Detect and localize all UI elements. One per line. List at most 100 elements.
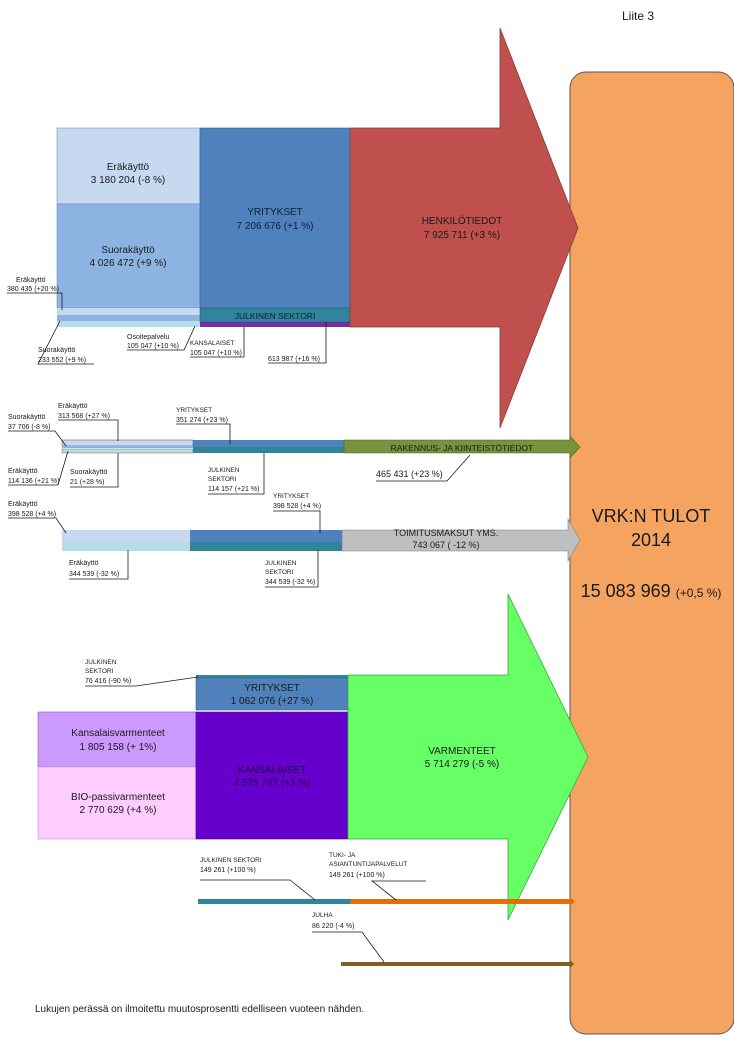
toimitus-arrow-value: 743 067 ( -12 %): [412, 540, 479, 550]
henkilo-julkinen-value: 613 987 (+16 %): [268, 356, 320, 363]
toimitus-yritykset-value: 398 528 (+4 %): [273, 503, 321, 510]
footnote: Lukujen perässä on ilmoitettu muutospros…: [35, 1004, 364, 1015]
tuki-label-2: ASIANTUNTIJAPALVELUT: [329, 861, 408, 868]
henkilo-small-erakaytto-label: Eräkäyttö: [16, 277, 46, 284]
henkilo-suorakaytto-value: 4 026 472 (+9 %): [90, 258, 167, 269]
henkilo-erakaytto-value: 3 180 204 (-8 %): [91, 175, 166, 186]
tuki-value: 149 261 (+100 %): [329, 872, 385, 879]
rakennus-arrow: [343, 435, 581, 459]
varm-yritykset-label: YRITYKSET: [244, 683, 300, 694]
rakennus-yritykset-label: YRITYKSET: [176, 407, 212, 414]
henkilo-erakaytto-label: Eräkäyttö: [107, 162, 150, 173]
varm-kansalaiset-label: KANSALAISET: [238, 765, 306, 776]
tuki-arrow-head: [570, 897, 575, 906]
varm-julkinen-value: 76 416 (-90 %): [85, 678, 131, 685]
rakennus-suorakaytto-strip: [62, 446, 193, 448]
rakennus-julkinen-strip: [61, 448, 194, 454]
varm-kansalaiset-block: [195, 711, 349, 840]
rakennus-julkinen-value: 114 157 (+21 %): [208, 486, 259, 493]
total-title-line1: VRK:N TULOT: [592, 506, 711, 526]
henkilotiedot-arrow-value: 7 925 711 (+3 %): [424, 230, 500, 241]
varm-julkinen-block: [196, 675, 348, 678]
page-label: Liite 3: [622, 9, 654, 23]
toimitus-erakaytto-value: 398 528 (+4 %): [8, 511, 56, 518]
henkilo-small-suorakaytto-value: 233 552 (+9 %): [38, 357, 86, 364]
rakennus-suorakaytto-label: Suorakäyttö: [8, 414, 45, 421]
henkilo-yritykset-block: [199, 127, 351, 309]
julha-line: [341, 962, 570, 966]
toimitus-yritykset-bar: [190, 530, 342, 542]
henkilo-small-strip-3: [57, 321, 200, 327]
henkilo-kansalaiset-label: KANSALAISET: [190, 340, 234, 347]
rakennus-erakaytto-value: 313 568 (+27 %): [58, 413, 110, 420]
toimitus-julkinen-label-2: SEKTORI: [265, 569, 294, 576]
toimitus-julkinen-bar: [190, 542, 342, 551]
varm-julkinen-label-1: JULKINEN: [85, 659, 117, 666]
henkilotiedot-arrow: [349, 27, 579, 429]
henkilo-kansalaiset-bar: [200, 322, 350, 327]
henkilo-small-erakaytto-value: 380 435 (+20 %): [7, 286, 59, 293]
rakennus-suorakaytto2-value: 21 (+28 %): [70, 479, 104, 486]
varm-kansalaiset-value: 4 575 787 (+3 %): [234, 778, 311, 789]
tuki-julkinen-value: 149 261 (+100 %): [200, 867, 256, 874]
rakennus-erakaytto2-label: Eräkäyttö: [8, 468, 38, 475]
tuki-julkinen-label: JULKINEN SEKTORI: [200, 857, 262, 864]
julha-value: 86 220 (-4 %): [312, 923, 354, 930]
tuki-line: [350, 899, 570, 904]
varm-bio-label: BIO-passivarmenteet: [71, 792, 165, 803]
rakennus-arrow-value: 465 431 (+23 %): [376, 469, 443, 479]
varm-kansalaisvarmenteet-value: 1 805 158 (+ 1%): [80, 742, 157, 753]
varm-yritykset-block: [195, 677, 349, 711]
henkilo-osoitepalvelu-label: Osoitepalvelu: [127, 334, 170, 341]
toimitus-erakaytto2-strip: [62, 542, 190, 551]
toimitus-erakaytto-strip: [62, 530, 190, 542]
henkilo-small-strip-1: [57, 308, 200, 315]
total-value: 15 083 969(+0,5 %): [581, 581, 722, 601]
henkilo-small-strip-2: [57, 315, 200, 321]
varmenteet-arrow: [347, 593, 589, 921]
rakennus-erakaytto-label: Eräkäyttö: [58, 403, 88, 410]
toimitus-julkinen-label-1: JULKINEN: [265, 560, 297, 567]
varm-kansalaisvarmenteet-label: Kansalaisvarmenteet: [71, 728, 165, 739]
tuki-label-1: TUKI- JA: [329, 852, 356, 859]
rakennus-suorakaytto-value: 37 706 (-8 %): [8, 424, 50, 431]
varmenteet-arrow-value: 5 714 279 (-5 %): [425, 759, 500, 770]
henkilotiedot-arrow-label: HENKILÖTIEDOT: [422, 215, 503, 227]
julha-arrow-head: [570, 960, 574, 968]
varm-bio-block: [37, 766, 197, 840]
rakennus-erakaytto-strip: [61, 439, 194, 447]
toimitus-erakaytto2-value: 344 539 (-32 %): [69, 571, 119, 578]
rakennus-yritykset-bar: [193, 440, 344, 447]
varm-julkinen-label-2: SEKTORI: [85, 668, 114, 675]
total-box: [569, 71, 734, 1035]
toimitus-arrow: [341, 517, 581, 563]
rakennus-suorakaytto2-label: Suorakäyttö: [70, 469, 107, 476]
total-title-line2: 2014: [631, 530, 671, 550]
varmenteet-arrow-label: VARMENTEET: [428, 746, 496, 757]
rakennus-yritykset-value: 351 274 (+23 %): [176, 417, 228, 424]
toimitus-julkinen-value: 344 539 (-32 %): [265, 579, 315, 586]
henkilo-suorakaytto-label: Suorakäyttö: [101, 245, 155, 256]
rakennus-arrow-label: RAKENNUS- JA KIINTEISTÖTIEDOT: [391, 443, 534, 453]
henkilo-suorakaytto-block: [56, 203, 201, 309]
varm-kansalaisvarmenteet-block: [37, 711, 197, 768]
henkilo-osoitepalvelu-value: 105 047 (+10 %): [127, 343, 179, 350]
rakennus-julkinen-bar: [193, 447, 344, 453]
henkilo-yritykset-value: 7 206 676 (+1 %): [237, 221, 314, 232]
rakennus-julkinen-label-2: SEKTORI: [208, 476, 237, 483]
varm-bio-value: 2 770 629 (+4 %): [80, 805, 157, 816]
henkilo-julkinen-label: JULKINEN SEKTORI: [235, 311, 316, 321]
henkilo-yritykset-label: YRITYKSET: [247, 207, 303, 218]
toimitus-erakaytto-label: Eräkäyttö: [8, 501, 38, 508]
rakennus-julkinen-label-1: JULKINEN: [208, 467, 240, 474]
toimitus-arrow-label: TOIMITUSMAKSUT YMS.: [394, 528, 499, 538]
rakennus-erakaytto2-value: 114 136 (+21 %): [8, 478, 59, 485]
julha-label: JULHA: [312, 912, 333, 919]
henkilo-kansalaiset-value: 105 047 (+10 %): [190, 350, 242, 357]
tuki-julkinen-line: [198, 899, 350, 904]
toimitus-erakaytto2-label: Eräkäyttö: [69, 560, 99, 567]
toimitus-yritykset-label: YRITYKSET: [273, 493, 309, 500]
henkilo-small-suorakaytto-label: Suorakäyttö: [38, 347, 75, 354]
henkilo-erakaytto-block: [56, 127, 201, 205]
